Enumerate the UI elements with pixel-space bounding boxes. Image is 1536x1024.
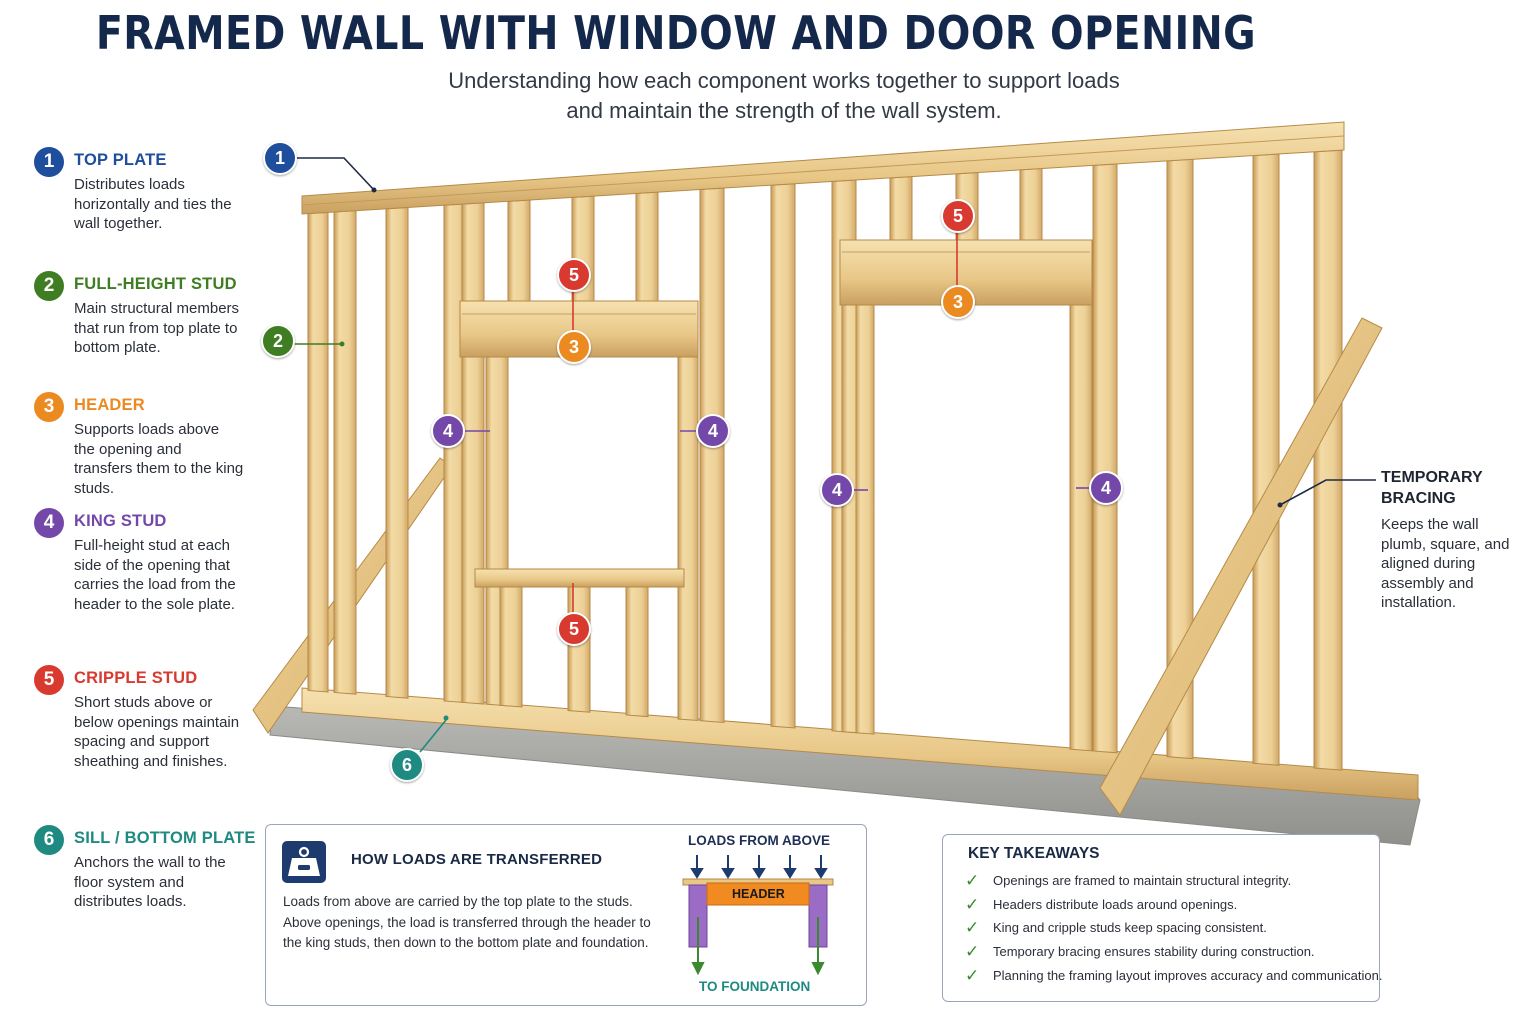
cripple-stud-above	[1019, 168, 1043, 241]
page-subtitle: Understanding how each component works t…	[0, 66, 1536, 126]
king-or-trimmer-stud	[677, 356, 699, 722]
temporary-bracing-note: TEMPORARY BRACING Keeps the wall plumb, …	[1381, 467, 1521, 613]
callout-cripple-stud-window-bottom: 5	[557, 612, 591, 646]
callout-header-door: 3	[941, 285, 975, 319]
king-or-trimmer-stud	[1069, 304, 1093, 752]
king-or-trimmer-stud	[855, 304, 875, 735]
legend-title-header: HEADER	[74, 396, 145, 414]
load-transfer-panel: HOW LOADS ARE TRANSFERRED Loads from abo…	[265, 824, 867, 1006]
check-icon: ✓	[965, 894, 980, 914]
legend-badge-header: 3	[34, 392, 64, 422]
load-path-graphic	[682, 855, 834, 976]
legend-badge-king-stud: 4	[34, 508, 64, 538]
window-header	[459, 300, 699, 358]
legend-badge-top-plate: 1	[34, 147, 64, 177]
leader-temporary-bracing	[1279, 479, 1376, 506]
full-height-stud	[385, 206, 409, 699]
key-takeaway-text: King and cripple studs keep spacing cons…	[993, 920, 1267, 936]
temporary-bracing-title-line-1: TEMPORARY	[1381, 469, 1483, 486]
callout-full-height-stud: 2	[261, 324, 295, 358]
temporary-bracing-title-line-2: BRACING	[1381, 490, 1456, 507]
legend-desc-full-height-stud: Main structural members that run from to…	[74, 300, 240, 356]
callout-king-stud-door-right: 4	[1089, 471, 1123, 505]
callout-cripple-stud-door: 5	[941, 199, 975, 233]
key-takeaway-text: Headers distribute loads around openings…	[993, 896, 1238, 912]
cripple-stud-below	[499, 586, 523, 708]
load-transfer-description: Loads from above are carried by the top …	[283, 894, 651, 950]
callout-bottom-plate: 6	[390, 748, 424, 782]
legend-badge-full-height-stud: 2	[34, 271, 64, 301]
door-header	[839, 239, 1093, 306]
key-takeaways-panel: KEY TAKEAWAYS ✓ Openings are framed to m…	[942, 834, 1383, 1002]
key-takeaway-text: Planning the framing layout improves acc…	[993, 967, 1383, 983]
callout-top-plate: 1	[263, 141, 297, 175]
legend-title-cripple-stud: CRIPPLE STUD	[74, 669, 198, 687]
full-height-stud	[333, 210, 357, 695]
check-icon: ✓	[965, 918, 980, 938]
page-title: FRAMED WALL WITH WINDOW AND DOOR OPENING	[95, 6, 1257, 60]
cripple-stud-above	[889, 176, 913, 241]
callout-king-stud-window-left: 4	[431, 414, 465, 448]
full-height-stud	[1313, 149, 1343, 771]
key-takeaway-text: Openings are framed to maintain structur…	[993, 873, 1292, 888]
full-height-stud	[307, 211, 329, 693]
legend-title-king-stud: KING STUD	[74, 512, 167, 530]
callout-king-stud-door-left: 4	[820, 473, 854, 507]
legend-badge-bottom-plate: 6	[34, 825, 64, 855]
key-takeaway-text: Temporary bracing ensures stability duri…	[993, 944, 1315, 960]
load-transfer-title: HOW LOADS ARE TRANSFERRED	[351, 851, 603, 868]
legend-desc-king-stud: Full-height stud at each side of the ope…	[74, 537, 236, 613]
temporary-bracing-description: Keeps the wall plumb, square, and aligne…	[1381, 516, 1510, 611]
callout-king-stud-window-right: 4	[696, 414, 730, 448]
key-takeaways-title: KEY TAKEAWAYS	[968, 845, 1100, 862]
full-height-stud	[770, 183, 796, 729]
callout-header-window: 3	[557, 330, 591, 364]
legend-title-full-height-stud: FULL-HEIGHT STUD	[74, 275, 237, 293]
leader-top-plate	[296, 157, 375, 191]
legend-badge-cripple-stud: 5	[34, 665, 64, 695]
legend-title-bottom-plate: SILL / BOTTOM PLATE	[74, 829, 256, 847]
check-icon: ✓	[965, 871, 980, 890]
cripple-stud-below	[567, 586, 591, 713]
full-height-stud	[1092, 163, 1118, 754]
subtitle-line-2: and maintain the strength of the wall sy…	[566, 98, 1002, 123]
header-diagram-label: HEADER	[732, 887, 785, 901]
king-or-trimmer-stud	[461, 202, 485, 705]
legend-desc-cripple-stud: Short studs above or below openings main…	[74, 694, 240, 770]
full-height-stud	[1252, 153, 1280, 766]
callout-cripple-stud-window-top: 5	[557, 258, 591, 292]
to-foundation-label: TO FOUNDATION	[699, 979, 811, 994]
legend-desc-bottom-plate: Anchors the wall to the floor system and…	[74, 854, 226, 910]
cripple-stud-above	[507, 199, 531, 302]
leader-bottom-plate	[419, 719, 447, 753]
cripple-stud-above	[635, 191, 659, 302]
subtitle-line-1: Understanding how each component works t…	[448, 68, 1120, 93]
legend-desc-top-plate: Distributes loads horizontally and ties …	[74, 176, 232, 232]
loads-from-above-label: LOADS FROM ABOVE	[688, 833, 831, 848]
legend-title-top-plate: TOP PLATE	[74, 151, 167, 169]
load-weight-icon	[282, 841, 326, 883]
window-sill	[474, 568, 685, 588]
check-icon: ✓	[965, 942, 980, 962]
temporary-brace-right	[1099, 317, 1383, 816]
check-icon: ✓	[965, 965, 980, 985]
legend-desc-header: Supports loads above the opening and tra…	[74, 421, 244, 497]
cripple-stud-below	[625, 586, 649, 718]
top-plate	[301, 121, 1345, 215]
full-height-stud	[699, 187, 725, 724]
